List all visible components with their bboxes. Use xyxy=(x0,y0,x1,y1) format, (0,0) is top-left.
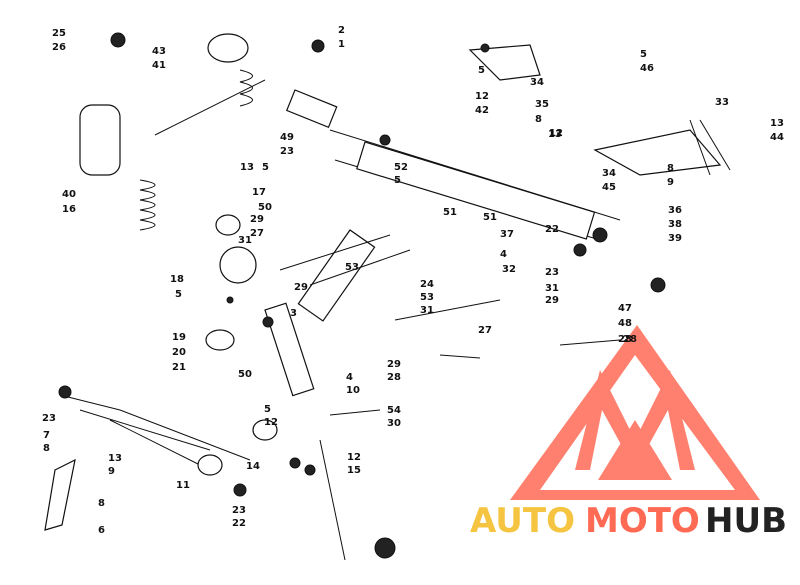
part-callout: 5 xyxy=(262,162,269,173)
part-callout: 8 xyxy=(98,498,105,509)
part-callout: 47 xyxy=(618,303,632,314)
part-callout: 45 xyxy=(602,182,616,193)
part-callout: 32 xyxy=(502,264,516,275)
part-callout: 4 xyxy=(346,372,353,383)
part-callout: 29 xyxy=(250,214,264,225)
part-callout: 23 xyxy=(280,146,294,157)
part-callout: 8 xyxy=(43,443,50,454)
part-callout: 39 xyxy=(668,233,682,244)
part-callout: 9 xyxy=(667,177,674,188)
part-callout: 3 xyxy=(290,308,297,319)
part-callout: 29 xyxy=(387,359,401,370)
part-callout: 17 xyxy=(252,187,266,198)
part-callout: 13 xyxy=(548,129,562,140)
part-callout: 15 xyxy=(347,465,361,476)
part-callout: 5 xyxy=(478,65,485,76)
part-callout: 36 xyxy=(668,205,682,216)
part-callout: 13 xyxy=(240,162,254,173)
part-callout: 5 xyxy=(640,49,647,60)
part-callout: 13 xyxy=(770,118,784,129)
part-callout: 24 xyxy=(420,279,434,290)
part-callout: 35 xyxy=(535,99,549,110)
part-callout: 50 xyxy=(258,202,272,213)
part-callout: 5 xyxy=(175,289,182,300)
part-callout: 29 xyxy=(545,295,559,306)
part-callout: 6 xyxy=(98,525,105,536)
part-callout: 28 xyxy=(387,372,401,383)
part-callout: 28 xyxy=(623,334,637,345)
part-callout: 5 xyxy=(394,175,401,186)
part-callout: 8 xyxy=(667,163,674,174)
watermark-logo xyxy=(510,325,760,500)
part-callout: 52 xyxy=(394,162,408,173)
part-callout: 48 xyxy=(618,318,632,329)
part-callout: 7 xyxy=(43,430,50,441)
part-callout: 18 xyxy=(170,274,184,285)
part-callout: 27 xyxy=(250,228,264,239)
part-callout: 16 xyxy=(62,204,76,215)
part-callout: 26 xyxy=(52,42,66,53)
part-callout: 5 xyxy=(264,404,271,415)
part-callout: 23 xyxy=(42,413,56,424)
part-callout: 22 xyxy=(545,224,559,235)
part-callout: 1 xyxy=(338,39,345,50)
part-callout: 20 xyxy=(172,347,186,358)
part-callout: 43 xyxy=(152,46,166,57)
part-callout: 12 xyxy=(347,452,361,463)
part-callout: 50 xyxy=(238,369,252,380)
part-callout: 40 xyxy=(62,189,76,200)
part-callout: 31 xyxy=(238,235,252,246)
watermark-word: MOTO xyxy=(585,501,700,541)
part-callout: 53 xyxy=(345,262,359,273)
part-callout: 2 xyxy=(338,25,345,36)
part-callout: 4 xyxy=(500,249,507,260)
part-callout: 46 xyxy=(640,63,654,74)
part-callout: 22 xyxy=(232,518,246,529)
part-callout: 53 xyxy=(420,292,434,303)
part-callout: 12 xyxy=(475,91,489,102)
watermark-word: AUTO xyxy=(470,501,575,541)
part-callout: 37 xyxy=(500,229,514,240)
part-callout: 14 xyxy=(246,461,260,472)
part-callout: 51 xyxy=(443,207,457,218)
part-callout: 11 xyxy=(176,480,190,491)
part-callout: 9 xyxy=(108,466,115,477)
part-callout: 19 xyxy=(172,332,186,343)
part-callout: 54 xyxy=(387,405,401,416)
part-callout: 44 xyxy=(770,132,784,143)
part-callout: 49 xyxy=(280,132,294,143)
part-callout: 33 xyxy=(715,97,729,108)
part-callout: 23 xyxy=(232,505,246,516)
part-callout: 23 xyxy=(545,267,559,278)
part-callout: 29 xyxy=(294,282,308,293)
part-callout: 41 xyxy=(152,60,166,71)
part-callout: 12 xyxy=(549,128,563,139)
part-callout: 27 xyxy=(478,325,492,336)
part-callout: 31 xyxy=(420,305,434,316)
part-callout: 25 xyxy=(52,28,66,39)
part-callout: 34 xyxy=(602,168,616,179)
part-callout: 13 xyxy=(108,453,122,464)
part-callout: 34 xyxy=(530,77,544,88)
part-callout: 31 xyxy=(545,283,559,294)
part-callout: 28 xyxy=(618,334,632,345)
part-callout: 30 xyxy=(387,418,401,429)
part-callout: 38 xyxy=(668,219,682,230)
part-callout: 10 xyxy=(346,385,360,396)
watermark-word: HUB xyxy=(705,501,787,541)
part-callout: 51 xyxy=(483,212,497,223)
part-callout: 8 xyxy=(535,114,542,125)
part-callout: 21 xyxy=(172,362,186,373)
part-callout: 12 xyxy=(264,417,278,428)
part-callout: 42 xyxy=(475,105,489,116)
